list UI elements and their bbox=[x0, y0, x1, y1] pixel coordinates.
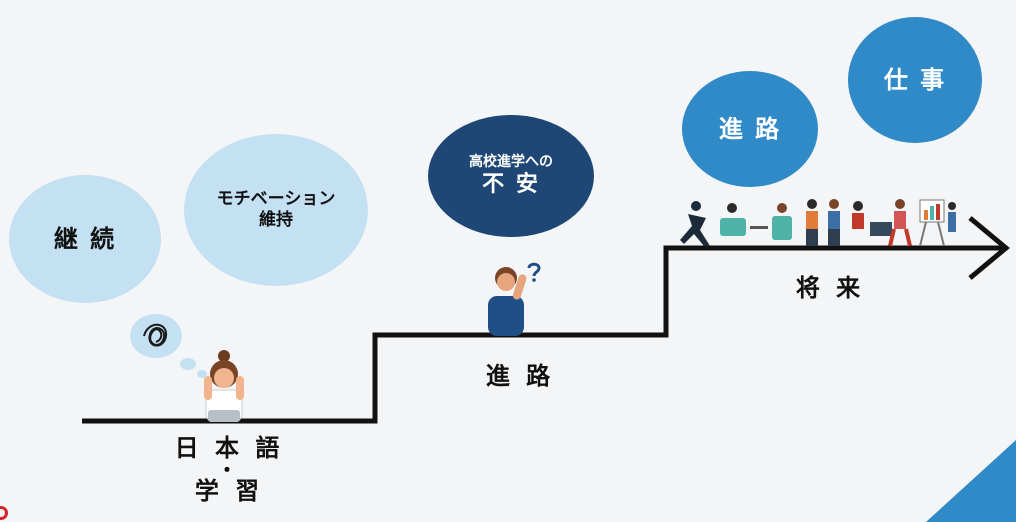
bubble-keizoku-text: 継 続 bbox=[53, 225, 117, 253]
bubble-shinro: 進 路 bbox=[682, 71, 818, 187]
step-label-nihongo-line2: 学 習 bbox=[194, 477, 264, 505]
bubble-shinro-text: 進 路 bbox=[718, 115, 782, 143]
bubble-anxiety-line1: 高校進学への bbox=[469, 153, 553, 170]
question-mark-icon bbox=[527, 262, 541, 282]
bubble-motivation: モチベーション 維持 bbox=[184, 134, 368, 286]
step-label-shinro-text: 進 路 bbox=[485, 362, 555, 390]
tangled-thought-icon bbox=[130, 314, 207, 378]
step-label-shorai: 将 来 bbox=[760, 268, 900, 303]
bubble-anxiety: 高校進学への 不 安 bbox=[428, 115, 594, 237]
stairs-line bbox=[82, 245, 1003, 424]
bubble-keizoku: 継 続 bbox=[9, 175, 161, 303]
bubble-anxiety-line2: 不 安 bbox=[482, 172, 540, 197]
workplace-people-icon bbox=[680, 199, 956, 247]
bubble-motivation-line2: 維持 bbox=[259, 210, 293, 230]
bubble-motivation-line1: モチベーション bbox=[216, 188, 336, 209]
bubble-shigoto-text: 仕 事 bbox=[883, 66, 947, 94]
arrow-right-icon bbox=[968, 216, 1010, 280]
step-label-shinro: 進 路 bbox=[450, 356, 590, 391]
step-label-nihongo: 日 本 語 ・ 学 習 bbox=[158, 434, 300, 506]
step-label-nihongo-line1: 日 本 語 bbox=[174, 434, 284, 462]
bubble-shigoto: 仕 事 bbox=[848, 17, 982, 143]
confused-student-icon bbox=[488, 267, 527, 336]
step-label-shorai-text: 将 来 bbox=[795, 274, 865, 302]
stressed-student-icon bbox=[204, 350, 244, 422]
red-dot-accent bbox=[0, 506, 8, 520]
step-label-nihongo-dot: ・ bbox=[217, 458, 241, 482]
